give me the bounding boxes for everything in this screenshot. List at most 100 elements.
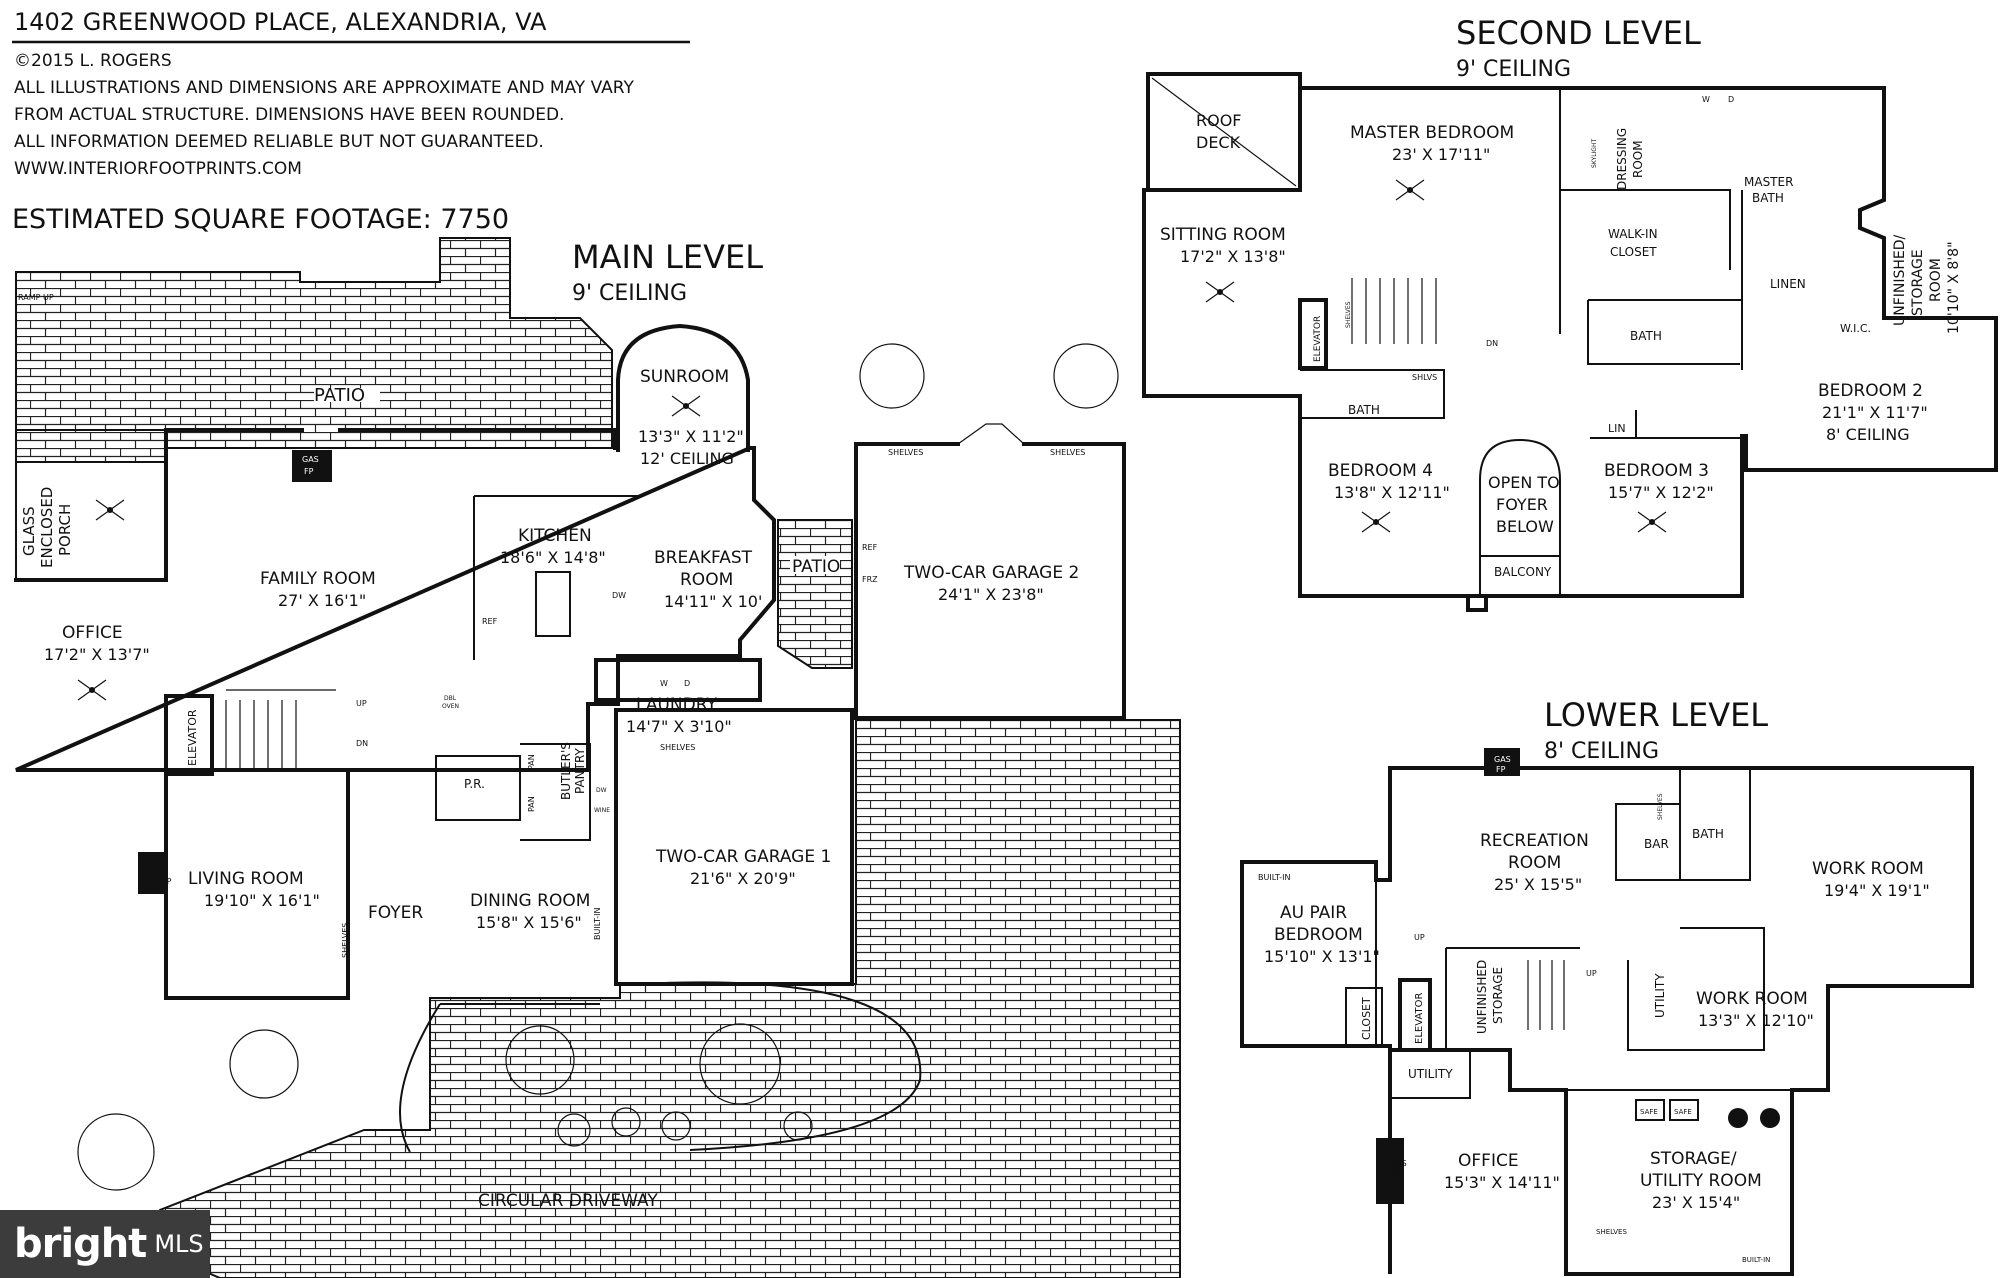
dining-room-dim: 15'8" X 15'6" [476, 913, 582, 932]
main-elevator-label: ELEVATOR [186, 709, 199, 766]
ceiling-fan-icon [671, 395, 701, 417]
open-foyer-2: FOYER [1496, 495, 1548, 514]
au-pair-2: BEDROOM [1274, 925, 1363, 945]
garage1-name: TWO-CAR GARAGE 1 [655, 847, 831, 867]
porch-label-1: GLASS [20, 506, 38, 556]
breakfast-dim: 14'11" X 10' [664, 592, 762, 611]
lower-stair-up-1: UP [1414, 933, 1425, 942]
work-room-1-name: WORK ROOM [1812, 859, 1924, 879]
storage-dim: 23' X 15'4" [1652, 1193, 1740, 1212]
work-room-2-dim: 13'3" X 12'10" [1698, 1011, 1814, 1030]
unfinished-2: STORAGE [1910, 249, 1926, 316]
unfinished-storage-1: UNFINISHED [1475, 960, 1489, 1034]
skylight-label: SKYLIGHT [1591, 139, 1598, 168]
master-bath-1: MASTER [1744, 175, 1793, 189]
lower-level-title: LOWER LEVEL [1544, 696, 1768, 734]
logo-suffix: MLS [154, 1230, 204, 1258]
storage-1: STORAGE/ [1650, 1149, 1737, 1169]
work-room-2-name: WORK ROOM [1696, 989, 1808, 1009]
second-level-title: SECOND LEVEL [1456, 14, 1701, 52]
garage1-dim: 21'6" X 20'9" [690, 869, 796, 888]
garage2-name: TWO-CAR GARAGE 2 [903, 563, 1079, 583]
bedroom2-name: BEDROOM 2 [1818, 381, 1923, 401]
bar-shelves: SHELVES [1657, 793, 1664, 820]
unfinished-dim: 10'10" X 8'8" [1946, 241, 1962, 334]
roof-deck-1: ROOF [1196, 111, 1242, 130]
sitting-room-dim: 17'2" X 13'8" [1180, 247, 1286, 266]
family-room-name: FAMILY ROOM [260, 569, 376, 589]
lower-elevator-label: ELEVATOR [1414, 993, 1425, 1044]
washer-label: W [1702, 95, 1710, 104]
butlers-pantry-2: PANTRY [573, 747, 587, 794]
lin-label: LIN [1608, 422, 1626, 435]
upper-stair-dn: DN [1486, 339, 1498, 348]
balcony-label: BALCONY [1494, 565, 1552, 579]
lower-bath-label: BATH [1692, 827, 1724, 841]
breakfast-name-2: ROOM [680, 570, 733, 590]
safe-label-1: SAFE [1640, 1108, 1658, 1116]
gas-fp-label-1: GAS [302, 455, 319, 464]
logo-brand: bright [14, 1221, 147, 1267]
bedroom2-dim: 21'1" X 11'7" [1822, 403, 1928, 422]
garage2-dim: 24'1" X 23'8" [938, 585, 1044, 604]
foyer-shelves: SHELVES [341, 923, 350, 958]
lower-office-name: OFFICE [1458, 1151, 1519, 1171]
unfinished-storage-2: STORAGE [1491, 967, 1505, 1024]
open-foyer-3: BELOW [1496, 517, 1554, 536]
disclaimer-line-1: ALL ILLUSTRATIONS AND DIMENSIONS ARE APP… [14, 78, 634, 98]
dbl-label: DBL [444, 695, 457, 702]
butlers-pantry-1: BUTLER'S [559, 742, 573, 800]
ceiling-fan-icon [1205, 281, 1235, 303]
lower-closet-label: CLOSET [1360, 997, 1373, 1040]
lower-level-plan: LOWER LEVEL 8' CEILING BUILT-IN AU PAIR … [1240, 696, 1974, 1276]
family-room-dim: 27' X 16'1" [278, 591, 366, 610]
master-bedroom-name: MASTER BEDROOM [1350, 123, 1514, 143]
patio-label: PATIO [314, 385, 365, 406]
dining-room-name: DINING ROOM [470, 891, 590, 911]
garage2-shelves-1: SHELVES [888, 448, 923, 457]
oven-label: OVEN [442, 703, 459, 710]
recreation-1: RECREATION [1480, 831, 1589, 851]
copyright-text: ©2015 L. ROGERS [14, 51, 172, 71]
master-bath-2: BATH [1752, 191, 1784, 205]
lower-gas-fp-2: FP [1496, 765, 1506, 774]
pantry-label-2: PAN [527, 796, 536, 812]
ceiling-fan-icon [1361, 511, 1391, 533]
sunroom-ceiling: 12' CEILING [640, 449, 734, 468]
square-footage: ESTIMATED SQUARE FOOTAGE: 7750 [12, 204, 509, 235]
wine-label: WINE [594, 807, 610, 814]
bedroom4-bath-label: BATH [1348, 403, 1380, 417]
disclaimer-line-3: ALL INFORMATION DEEMED RELIABLE BUT NOT … [14, 132, 544, 152]
ceiling-fan-icon [95, 499, 125, 521]
bedroom4-dim: 13'8" X 12'11" [1334, 483, 1450, 502]
shlvs-label: SHLVS [1412, 373, 1437, 382]
property-address: 1402 GREENWOOD PLACE, ALEXANDRIA, VA [14, 8, 547, 36]
lower-level-outline [1240, 766, 1974, 1276]
pantry-label-1: PAN [527, 754, 536, 770]
dw-label-2: DW [596, 787, 607, 794]
kitchen-dim: 18'6" X 14'8" [500, 548, 606, 567]
office-gas-fp-1: GAS [1390, 1159, 1407, 1168]
header-block: 1402 GREENWOOD PLACE, ALEXANDRIA, VA ©20… [12, 8, 690, 235]
walk-in-2: CLOSET [1610, 245, 1657, 259]
breakfast-name-1: BREAKFAST [654, 548, 753, 568]
disclaimer-line-2: FROM ACTUAL STRUCTURE. DIMENSIONS HAVE B… [14, 105, 564, 125]
unfinished-3: ROOM [1928, 258, 1944, 302]
open-foyer-1: OPEN TO [1488, 473, 1560, 492]
website-text: WWW.INTERIORFOOTPRINTS.COM [14, 159, 302, 179]
au-pair-1: AU PAIR [1280, 903, 1347, 923]
ceiling-fan-icon [77, 679, 107, 701]
unfinished-1: UNFINISHED/ [1892, 234, 1908, 326]
stair-down-label: DN [356, 739, 368, 748]
stair-up-label: UP [356, 699, 367, 708]
garage2-shelves-2: SHELVES [1050, 448, 1085, 457]
lower-stair-up-2: UP [1586, 969, 1597, 978]
garage-2-walls [854, 442, 1126, 720]
living-room-name: LIVING ROOM [188, 869, 304, 889]
hall-bath-label: BATH [1630, 329, 1662, 343]
lower-utility-2: UTILITY [1408, 1067, 1453, 1081]
dressing-room-2: ROOM [1631, 140, 1645, 178]
side-patio [777, 519, 853, 669]
au-pair-built-in: BUILT-IN [1258, 873, 1290, 882]
